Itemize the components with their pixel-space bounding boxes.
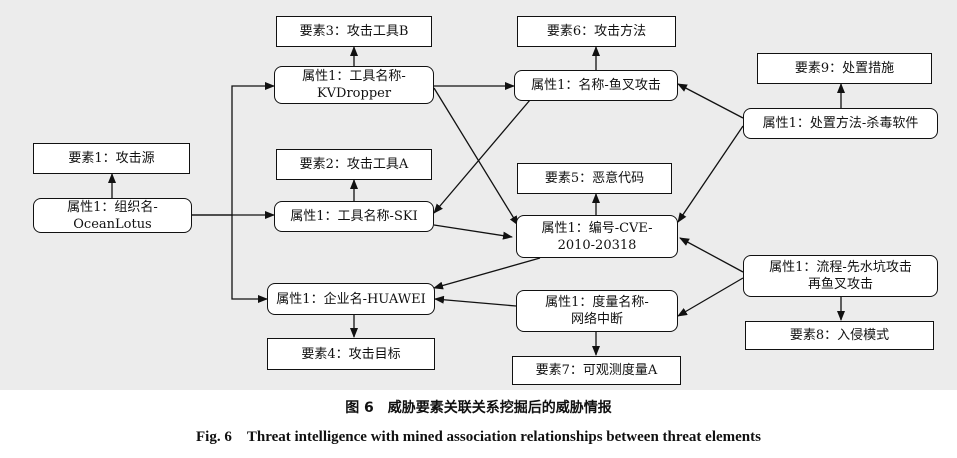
arrow-ski-to-cve <box>433 224 513 240</box>
arrow-lc-to-cve <box>679 237 744 273</box>
element-box-4: 要素4：攻击目标 <box>267 338 435 370</box>
node-line: OceanLotus <box>73 216 152 232</box>
arrow-cz-to-yc <box>677 83 744 119</box>
element-box-6: 要素6：攻击方法 <box>517 16 676 47</box>
node-line: 属性1：工具名称-SKI <box>290 209 418 224</box>
node-line: 要素5：恶意代码 <box>544 171 645 186</box>
element-box-8: 要素8：入侵模式 <box>745 321 934 350</box>
arrow-cve-to-hw <box>433 257 541 290</box>
attribute-box-kvdropper: 属性1：工具名称- KVDropper <box>274 66 434 104</box>
node-line: 要素8：入侵模式 <box>789 328 890 343</box>
attribute-box-antivirus: 属性1：处置方法-杀毒软件 <box>743 108 938 139</box>
node-line: 属性1：流程-先水坑攻击 <box>769 260 912 275</box>
attribute-box-process: 属性1：流程-先水坑攻击再鱼叉攻击 <box>743 255 938 297</box>
arrow-dl-to-hw <box>434 295 517 307</box>
node-line: 属性1：组织名- <box>67 199 158 215</box>
arrow-yc-to-ski <box>433 99 531 214</box>
node-line: 属性1：工具名称- <box>302 69 406 84</box>
attribute-box-oceanlotus: 属性1：组织名-OceanLotus <box>33 198 192 233</box>
node-line: 再鱼叉攻击 <box>807 277 873 292</box>
attribute-box-ski: 属性1：工具名称-SKI <box>274 201 434 232</box>
node-line: 网络中断 <box>570 312 623 327</box>
figure-caption-english: Fig. 6 Threat intelligence with mined as… <box>196 429 761 445</box>
arrow-zz-to-kv <box>192 82 275 216</box>
node-line: KVDropper <box>316 86 392 101</box>
node-line: 属性1：企业名-HUAWEI <box>276 291 426 307</box>
element-box-5: 要素5：恶意代码 <box>517 163 672 194</box>
node-line: 要素3：攻击工具B <box>299 24 409 39</box>
arrow-kv-to-cve <box>433 87 519 226</box>
attribute-box-network-outage: 属性1：度量名称- 网络中断 <box>516 290 678 332</box>
element-box-2: 要素2：攻击工具A <box>276 149 432 180</box>
element-box-1: 要素1：攻击源 <box>33 143 190 174</box>
node-line: 2010-20318 <box>557 237 637 253</box>
element-box-7: 要素7：可观测度量A <box>512 356 681 385</box>
node-line: 属性1：编号-CVE- <box>541 220 653 236</box>
attribute-box-huawei: 属性1：企业名-HUAWEI <box>267 283 435 315</box>
node-line: 要素6：攻击方法 <box>546 24 647 39</box>
node-line: 属性1：名称-鱼叉攻击 <box>531 78 661 93</box>
attribute-box-cve: 属性1：编号-CVE-2010-20318 <box>516 215 678 258</box>
figure-caption-chinese: 图 6 威胁要素关联关系挖掘后的威胁情报 <box>345 400 612 416</box>
node-line: 要素7：可观测度量A <box>535 363 658 378</box>
node-line: 属性1：处置方法-杀毒软件 <box>762 116 919 131</box>
arrows-layer <box>108 46 845 356</box>
attribute-box-spearphishing: 属性1：名称-鱼叉攻击 <box>514 70 678 101</box>
node-line: 要素9：处置措施 <box>794 61 895 76</box>
node-line: 要素2：攻击工具A <box>299 157 409 172</box>
node-line: 属性1：度量名称- <box>545 295 649 310</box>
element-box-3: 要素3：攻击工具B <box>276 16 432 47</box>
node-line: 要素4：攻击目标 <box>301 346 401 362</box>
arrow-cz-to-cve <box>677 125 744 223</box>
element-box-9: 要素9：处置措施 <box>757 53 932 84</box>
arrow-zz-to-hw <box>231 215 268 303</box>
node-line: 要素1：攻击源 <box>68 151 155 166</box>
arrow-lc-to-dl <box>677 277 744 317</box>
